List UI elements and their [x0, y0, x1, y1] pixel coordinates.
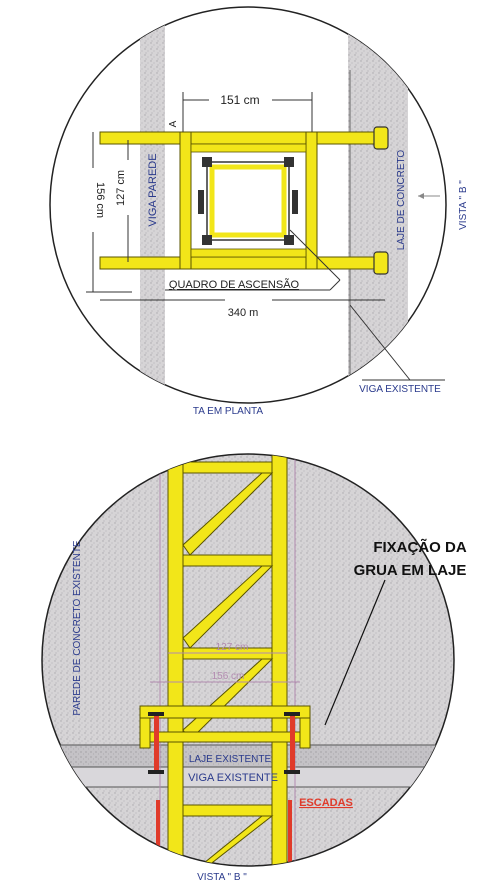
dim-total-label: 340 m: [228, 307, 259, 319]
bottom-view-caption: VISTA " B ": [197, 872, 247, 883]
viga-existente-bottom-label: VIGA EXISTENTE: [188, 772, 278, 784]
quadro-ascensao-label: QUADRO DE ASCENSÃO: [169, 278, 300, 291]
dim-height-inner-label: 127 cm: [115, 170, 127, 206]
wall-beam-left: [140, 7, 165, 403]
parede-concreto-label: PAREDE DE CONCRETO EXISTENTE: [72, 540, 83, 716]
dim-outer-bottom-label: 156 cm: [212, 671, 245, 682]
laje-concreto-label: LAJE DE CONCRETO: [396, 150, 407, 251]
bottom-elevation-view: PAREDE DE CONCRETO EXISTENTE 127 cm 156 …: [41, 453, 467, 883]
top-view-caption: TA EM PLANTA: [193, 406, 264, 417]
callout-line-1: FIXAÇÃO DA: [373, 538, 467, 556]
viga-existente-top-label: VIGA EXISTENTE: [359, 384, 441, 395]
section-a-label: A: [168, 120, 179, 127]
dim-inner-bottom-label: 127 cm: [216, 642, 249, 653]
top-dimension-lines: [86, 92, 445, 381]
callout-line-2: GRUA EM LAJE: [354, 562, 467, 579]
dim-width-label: 151 cm: [220, 93, 259, 107]
laje-existente-label: LAJE EXISTENTE: [189, 754, 272, 765]
ascension-frame: [99, 126, 389, 275]
slab-attachment-frame: [139, 705, 311, 774]
mast-section: [206, 161, 290, 241]
bottom-dimension-lines: [150, 652, 300, 683]
escadas-label: ESCADAS: [299, 797, 353, 809]
existing-beam: [42, 766, 454, 788]
dim-height-outer-label: 156 cm: [94, 182, 106, 218]
viga-parede-label: VIGA PAREDE: [147, 153, 159, 226]
callout-leader-line: [324, 579, 386, 726]
top-plan-view: 151 cm 156 cm 127 cm 340 m VIGA PAREDE A…: [49, 6, 469, 417]
vista-b-marker-label: VISTA " B ": [458, 180, 469, 230]
bottom-circle-outline: [41, 453, 455, 867]
